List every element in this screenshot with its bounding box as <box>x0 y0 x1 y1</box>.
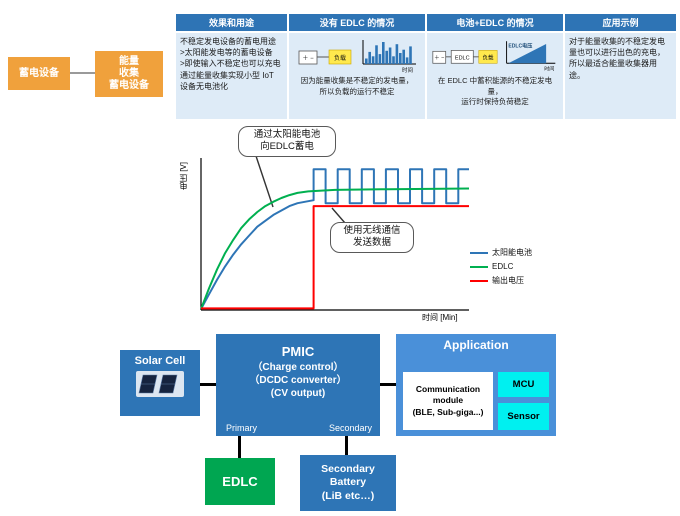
communication-module-block: Communication module (BLE, Sub-giga...) <box>403 372 493 430</box>
callout-charge-pointer <box>254 152 274 208</box>
mini-x-axis-label: 时间 <box>402 66 413 74</box>
sensor-block: Sensor <box>498 403 549 430</box>
storage-device-box: 蓄电设备 <box>8 57 70 90</box>
no-edlc-cell: ＋ − 负载 时间 因为能量收集是不稳定的发电量， 所以负载的运行不稳定 <box>289 33 425 119</box>
application-block: Application Communication module (BLE, S… <box>396 334 556 436</box>
voltage-ramp-shape <box>508 43 547 64</box>
legend-item-edlc: EDLC <box>470 262 532 271</box>
unstable-power-mini-chart: 时间 <box>362 40 416 74</box>
flow-connector-line <box>70 72 95 74</box>
pmic-primary-label: Primary <box>226 423 257 433</box>
application-title: Application <box>443 338 509 352</box>
pmic-secondary-label: Secondary <box>328 423 372 433</box>
connector-secondary-to-battery <box>345 436 348 455</box>
connector-solar-to-pmic <box>200 383 216 386</box>
solar-cell-block: Solar Cell <box>120 350 200 416</box>
chart-y-axis-label: 电压 [V] <box>179 162 188 191</box>
legend-item-output: 输出电压 <box>470 275 532 286</box>
no-edlc-caption: 因为能量收集是不稳定的发电量， 所以负载的运行不稳定 <box>300 76 414 96</box>
legend-swatch-output <box>470 279 488 282</box>
battery-edlc-cell: ＋ − EDLC 负载 EDLC电压 时间 在 EDLC 中蓄积能源的不稳定发电… <box>427 33 563 119</box>
harvester-terminals: ＋ − <box>302 55 314 62</box>
chart-x-axis-label: 时间 [Min] <box>422 313 458 322</box>
storage-device-label: 蓄电设备 <box>19 67 59 79</box>
usage-cell: 不稳定发电设备的蓄电用途 >太阳能发电等的蓄电设备 >即使输入不稳定也可以充电 … <box>176 33 287 119</box>
usage-text: 不稳定发电设备的蓄电用途 >太阳能发电等的蓄电设备 >即使输入不稳定也可以充电 … <box>180 37 281 91</box>
edlc-component-box <box>450 50 474 64</box>
energy-harvesting-storage-box: 能量 收集 蓄电设备 <box>95 51 163 97</box>
application-example-cell: 对于能量收集的不稳定发电量也可以进行出色的充电，所以最适合能量收集器用途。 <box>565 33 676 119</box>
callout-charge-via-solar: 通过太阳能电池 向EDLC蓄电 <box>238 126 336 157</box>
legend-label-solar: 太阳能电池 <box>492 248 532 257</box>
callout-wireless-pointer <box>331 207 346 224</box>
mini-x-axis-label: 时间 <box>544 66 554 73</box>
edlc-component-label: EDLC <box>455 56 470 62</box>
connector-primary-to-edlc <box>238 436 241 458</box>
secondary-battery-block: Secondary Battery (LiB etc…) <box>300 455 396 511</box>
ramp-label: EDLC电压 <box>508 43 532 50</box>
table-header-no-edlc: 没有 EDLC 的情况 <box>289 14 425 31</box>
comparison-table: 效果和用途 没有 EDLC 的情况 电池+EDLC 的情况 应用示例 不稳定发电… <box>176 14 676 119</box>
no-edlc-circuit-schematic: ＋ − 负载 <box>298 49 351 65</box>
solar-cell-label: Solar Cell <box>134 355 186 367</box>
legend-label-output: 输出电压 <box>492 276 524 285</box>
noise-bars <box>364 42 412 64</box>
no-edlc-mini-diagram: ＋ − 负载 时间 <box>293 36 421 74</box>
connector-pmic-to-application <box>380 383 396 386</box>
harvester-terminals: ＋ − <box>434 55 444 62</box>
legend-item-solar: 太阳能电池 <box>470 247 532 258</box>
pmic-title: PMIC <box>281 344 315 359</box>
pmic-block: PMIC （Charge control） （DCDC converter） (… <box>216 334 380 436</box>
legend-swatch-solar <box>470 251 488 254</box>
table-header-battery-edlc: 电池+EDLC 的情况 <box>427 14 563 31</box>
pmic-functions: （Charge control） （DCDC converter） (CV ou… <box>249 362 347 399</box>
load-label: 负载 <box>482 54 494 62</box>
load-label: 负载 <box>333 54 345 62</box>
solar-panel-image <box>136 371 184 397</box>
application-example-text: 对于能量收集的不稳定发电量也可以进行出色的充电，所以最适合能量收集器用途。 <box>569 37 665 80</box>
chart-legend: 太阳能电池 EDLC 输出电压 <box>470 247 532 286</box>
edlc-block: EDLC <box>205 458 275 505</box>
battery-edlc-caption: 在 EDLC 中蓄积能源的不稳定发电量， 运行时保持负荷稳定 <box>437 76 553 106</box>
table-header-application-example: 应用示例 <box>565 14 676 31</box>
table-header-effect-use: 效果和用途 <box>176 14 287 31</box>
legend-swatch-edlc <box>470 265 488 268</box>
legend-label-edlc: EDLC <box>492 262 514 271</box>
load-box <box>328 49 351 65</box>
edlc-circuit-schematic: ＋ − EDLC 负载 <box>432 50 498 64</box>
battery-edlc-mini-diagram: ＋ − EDLC 负载 EDLC电压 时间 <box>431 36 559 74</box>
load-box <box>478 50 498 64</box>
voltage-time-chart <box>200 152 470 311</box>
energy-harvesting-storage-label: 能量 收集 蓄电设备 <box>109 56 149 91</box>
callout-wireless-transmit: 使用无线通信 发送数据 <box>330 222 414 253</box>
mcu-block: MCU <box>498 372 549 397</box>
chart-series-lines <box>200 168 470 310</box>
edlc-voltage-ramp-mini-chart: EDLC电压 时间 <box>506 41 556 73</box>
